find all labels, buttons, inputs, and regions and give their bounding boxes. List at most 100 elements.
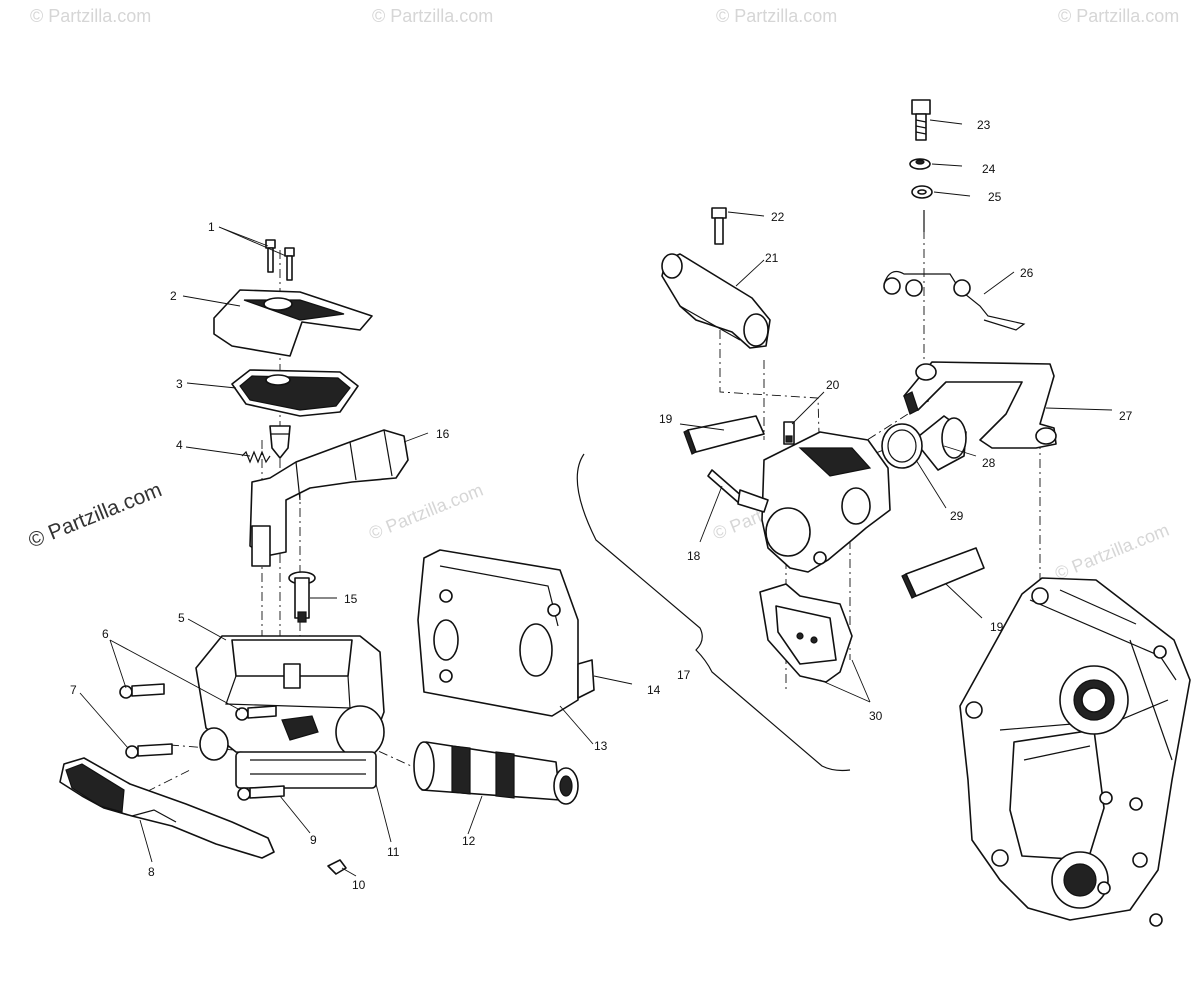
bar-clamp bbox=[417, 549, 595, 717]
right-assembly bbox=[576, 99, 1191, 927]
faint-watermark: © Partzilla.com bbox=[30, 6, 151, 26]
callout-leader bbox=[593, 675, 633, 685]
reservoir-diaphragm bbox=[231, 369, 359, 417]
callout-leader bbox=[403, 432, 429, 443]
assembly-line bbox=[129, 769, 191, 801]
callout-30: 30 bbox=[869, 709, 883, 723]
callout-19-upper: 19 bbox=[659, 412, 673, 426]
handlebar-bushing bbox=[413, 741, 579, 805]
callout-leader bbox=[819, 679, 871, 703]
callout-20: 20 bbox=[826, 378, 840, 392]
caliper-body bbox=[761, 431, 891, 573]
caliper-bracket bbox=[903, 361, 1057, 449]
callout-leader bbox=[375, 783, 392, 843]
callout-leader bbox=[559, 705, 594, 745]
reservoir-cover bbox=[213, 289, 373, 357]
callout-29: 29 bbox=[950, 509, 964, 523]
callout-6: 6 bbox=[102, 627, 109, 641]
callout-leader bbox=[139, 819, 153, 863]
banjo-bolt bbox=[711, 207, 727, 245]
callout-leader bbox=[791, 391, 825, 425]
retaining-pin bbox=[707, 469, 769, 513]
callout-8: 8 bbox=[148, 865, 155, 879]
callout-16: 16 bbox=[436, 427, 450, 441]
callout-leader bbox=[735, 259, 765, 287]
callout-2: 2 bbox=[170, 289, 177, 303]
callout-leader bbox=[187, 618, 227, 641]
callout-leader bbox=[1045, 407, 1113, 411]
faint-watermark: © Partzilla.com bbox=[366, 480, 486, 544]
callout-17: 17 bbox=[677, 668, 691, 682]
callout-21: 21 bbox=[765, 251, 779, 265]
callout-leader bbox=[931, 163, 963, 167]
piston-seal bbox=[881, 423, 923, 469]
callout-19-lower: 19 bbox=[990, 620, 1004, 634]
callout-leader bbox=[341, 867, 357, 877]
brake-pads bbox=[759, 583, 853, 683]
callout-7: 7 bbox=[70, 683, 77, 697]
pad-spring bbox=[883, 271, 1026, 331]
callout-9: 9 bbox=[310, 833, 317, 847]
retaining-clip bbox=[327, 859, 347, 875]
callout-leader bbox=[983, 271, 1015, 295]
callout-1: 1 bbox=[208, 220, 215, 234]
lever-link bbox=[249, 429, 409, 567]
float-cup bbox=[269, 425, 291, 459]
callout-23: 23 bbox=[977, 118, 991, 132]
callout-leader bbox=[943, 445, 977, 457]
group-bracket bbox=[576, 453, 851, 772]
callout-leader bbox=[679, 423, 725, 431]
callout-22: 22 bbox=[771, 210, 785, 224]
lever-spring bbox=[241, 450, 271, 464]
pad-shim-upper bbox=[683, 415, 765, 455]
callout-25: 25 bbox=[988, 190, 1002, 204]
faint-watermark: © Partzilla.com bbox=[1052, 520, 1172, 584]
brake-lever bbox=[59, 757, 275, 859]
callout-leader bbox=[915, 459, 947, 509]
pivot-pin bbox=[288, 571, 316, 623]
callout-labels: 1 2 3 4 5 6 7 8 9 10 11 12 13 14 15 16 1… bbox=[70, 118, 1133, 892]
callout-leader bbox=[929, 119, 963, 125]
brake-line-fitting bbox=[661, 253, 771, 349]
faint-watermarks: © Partzilla.com © Partzilla.com © Partzi… bbox=[30, 6, 1179, 584]
caliper-bolt-stack bbox=[909, 99, 933, 232]
callout-leader bbox=[186, 382, 237, 389]
callout-13: 13 bbox=[594, 739, 608, 753]
caliper-piston bbox=[913, 415, 967, 471]
callout-leader bbox=[185, 446, 251, 457]
callout-leader bbox=[109, 639, 127, 689]
callout-leader bbox=[467, 795, 483, 835]
reservoir-cap-screws bbox=[265, 239, 295, 281]
callout-leader bbox=[727, 211, 765, 217]
callout-26: 26 bbox=[1020, 266, 1034, 280]
left-assembly bbox=[59, 226, 633, 877]
mounting-screws bbox=[119, 683, 285, 801]
callout-27: 27 bbox=[1119, 409, 1133, 423]
callout-leader bbox=[109, 639, 241, 711]
callout-12: 12 bbox=[462, 834, 476, 848]
bleeder-screw bbox=[783, 421, 795, 445]
master-cylinder-body bbox=[195, 635, 385, 789]
callout-leader bbox=[851, 659, 871, 703]
callout-5: 5 bbox=[178, 611, 185, 625]
callout-28: 28 bbox=[982, 456, 996, 470]
pad-shim-lower bbox=[901, 547, 985, 599]
faint-watermark: © Partzilla.com bbox=[716, 6, 837, 26]
callout-15: 15 bbox=[344, 592, 358, 606]
callout-10: 10 bbox=[352, 878, 366, 892]
callout-3: 3 bbox=[176, 377, 183, 391]
faint-watermark: © Partzilla.com bbox=[372, 6, 493, 26]
callout-leader bbox=[182, 295, 241, 307]
callout-leader bbox=[218, 226, 287, 257]
callout-leader bbox=[279, 795, 311, 834]
callout-24: 24 bbox=[982, 162, 996, 176]
callout-leader bbox=[699, 485, 723, 543]
callout-leader bbox=[79, 692, 129, 749]
callout-4: 4 bbox=[176, 438, 183, 452]
callout-leader bbox=[945, 583, 983, 619]
callout-14: 14 bbox=[647, 683, 661, 697]
callout-leader bbox=[933, 191, 971, 197]
callout-11: 11 bbox=[387, 845, 400, 859]
brand-watermark: © Partzilla.com bbox=[25, 478, 165, 552]
